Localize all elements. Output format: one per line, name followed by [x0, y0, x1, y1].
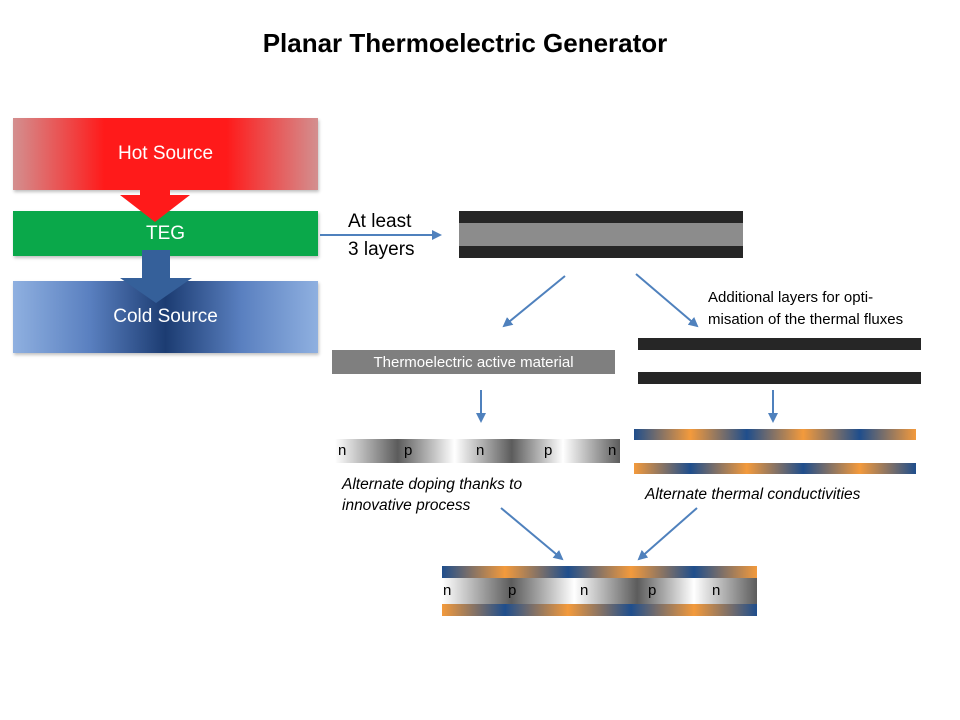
additional-layers-line1: Additional layers for opti-	[708, 289, 874, 306]
alternate-doping-caption: Alternate doping thanks to innovative pr…	[342, 474, 522, 516]
final-stripe-top	[442, 566, 757, 578]
middle-layer	[459, 223, 743, 246]
arrow-to-active-material	[502, 275, 566, 328]
cold-flow-arrow	[120, 250, 192, 303]
bottom-layer	[459, 246, 743, 258]
final-doping-bar	[442, 578, 757, 604]
arrow-doping-to-final	[500, 507, 564, 561]
teg-label: TEG	[145, 222, 186, 244]
doping-bar	[335, 439, 620, 463]
hot-source-label: Hot Source	[117, 143, 214, 164]
additional-layers-caption: Additional layers for opti- misation of …	[708, 287, 903, 331]
conductivity-stripe-bottom	[634, 463, 916, 474]
final-doping-label-2: p	[508, 582, 517, 599]
arrow-conductivities-to-final	[637, 507, 698, 561]
page-title: Planar Thermoelectric Generator	[262, 28, 668, 58]
doping-label-3: n	[476, 442, 485, 459]
alternate-doping-line1: Alternate doping thanks to	[342, 476, 523, 493]
doping-label-4: p	[544, 442, 553, 459]
layers-caption: At least 3 layers	[348, 208, 415, 264]
top-layer	[459, 211, 743, 223]
layers-caption-line1: At least	[348, 211, 412, 232]
alternate-doping-line2: innovative process	[342, 497, 471, 514]
final-doping-label-4: p	[648, 582, 657, 599]
active-material-label: Thermoelectric active material	[373, 353, 574, 371]
additional-layers-line2: misation of the thermal fluxes	[708, 311, 904, 328]
final-doping-label-1: n	[443, 582, 452, 599]
doping-label-5: n	[608, 442, 617, 459]
alternate-conductivities-caption: Alternate thermal conductivities	[645, 486, 861, 503]
heat-flow-arrow	[120, 168, 190, 222]
layers-caption-line2: 3 layers	[348, 239, 415, 260]
additional-layer-bottom	[638, 372, 921, 384]
final-doping-label-5: n	[712, 582, 721, 599]
final-doping-label-3: n	[580, 582, 589, 599]
conductivity-stripe-top	[634, 429, 916, 440]
final-stripe-bottom	[442, 604, 757, 616]
additional-layer-top	[638, 338, 921, 350]
doping-label-1: n	[338, 442, 347, 459]
arrow-to-additional-layers	[635, 273, 699, 328]
cold-source-label: Cold Source	[113, 306, 218, 327]
teg-box: TEG	[13, 211, 318, 256]
active-material-bar: Thermoelectric active material	[332, 350, 615, 374]
doping-label-2: p	[404, 442, 413, 459]
